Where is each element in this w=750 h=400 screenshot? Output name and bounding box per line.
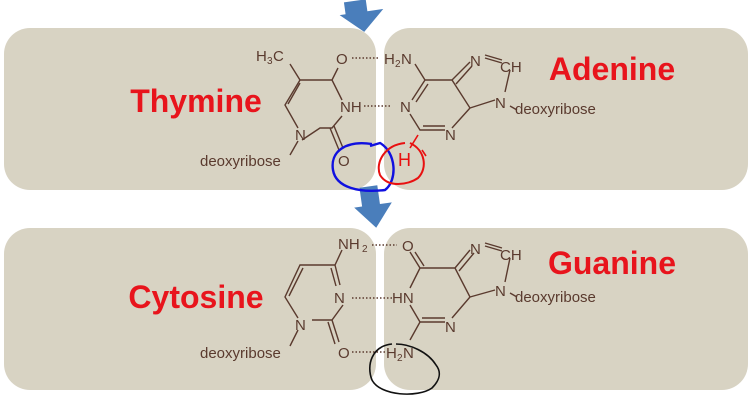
svg-text:2: 2 bbox=[362, 244, 368, 255]
blue-circle-annotation bbox=[331, 141, 395, 192]
svg-text:N: N bbox=[470, 241, 481, 258]
svg-text:N: N bbox=[400, 99, 411, 116]
svg-text:N: N bbox=[445, 127, 456, 144]
svg-text:O: O bbox=[338, 153, 350, 170]
svg-text:2: 2 bbox=[395, 59, 401, 70]
svg-text:N: N bbox=[401, 51, 412, 68]
svg-text:N: N bbox=[403, 345, 414, 362]
svg-text:deoxyribose: deoxyribose bbox=[515, 101, 596, 118]
red-h-annotation: H bbox=[398, 150, 411, 170]
svg-text:N: N bbox=[334, 290, 345, 307]
arrow-down-icon bbox=[339, 0, 384, 32]
svg-text:deoxyribose: deoxyribose bbox=[200, 153, 281, 170]
svg-text:H: H bbox=[384, 51, 395, 68]
red-circle-annotation bbox=[377, 142, 425, 185]
thymine-structure: H 3 C O NH N O deoxyribose bbox=[200, 48, 392, 170]
svg-text:C: C bbox=[273, 48, 284, 65]
svg-text:2: 2 bbox=[397, 353, 403, 364]
svg-text:CH: CH bbox=[500, 247, 522, 264]
svg-text:N: N bbox=[445, 319, 456, 336]
red-bond-annotation bbox=[409, 134, 427, 157]
arrow-down-icon bbox=[354, 185, 392, 228]
svg-text:CH: CH bbox=[500, 59, 522, 76]
svg-text:NH: NH bbox=[340, 99, 362, 116]
cytosine-panel bbox=[4, 228, 376, 390]
guanine-panel bbox=[384, 228, 748, 390]
svg-text:O: O bbox=[336, 51, 348, 68]
black-circle-annotation bbox=[368, 343, 441, 395]
svg-text:HN: HN bbox=[392, 290, 414, 307]
svg-text:H: H bbox=[256, 48, 267, 65]
svg-text:deoxyribose: deoxyribose bbox=[515, 289, 596, 306]
svg-text:N: N bbox=[295, 127, 306, 144]
svg-text:N: N bbox=[470, 53, 481, 70]
svg-text:H: H bbox=[386, 345, 397, 362]
adenine-structure: H 2 N N N N CH N deoxyribose bbox=[384, 51, 596, 144]
svg-text:N: N bbox=[295, 317, 306, 334]
svg-text:O: O bbox=[338, 345, 350, 362]
thymine-label: Thymine bbox=[130, 83, 262, 119]
guanine-label: Guanine bbox=[548, 245, 676, 281]
svg-text:O: O bbox=[402, 238, 414, 255]
adenine-label: Adenine bbox=[549, 51, 675, 87]
svg-text:NH: NH bbox=[338, 236, 360, 253]
cytosine-label: Cytosine bbox=[128, 279, 263, 315]
thymine-panel bbox=[4, 28, 376, 190]
guanine-structure: O HN N N CH N deoxyribose H 2 N bbox=[386, 238, 596, 364]
adenine-panel bbox=[384, 28, 748, 190]
cytosine-structure: NH 2 N N O deoxyribose bbox=[200, 236, 397, 362]
svg-text:deoxyribose: deoxyribose bbox=[200, 345, 281, 362]
svg-text:N: N bbox=[495, 283, 506, 300]
svg-text:N: N bbox=[495, 95, 506, 112]
svg-text:3: 3 bbox=[267, 56, 273, 67]
